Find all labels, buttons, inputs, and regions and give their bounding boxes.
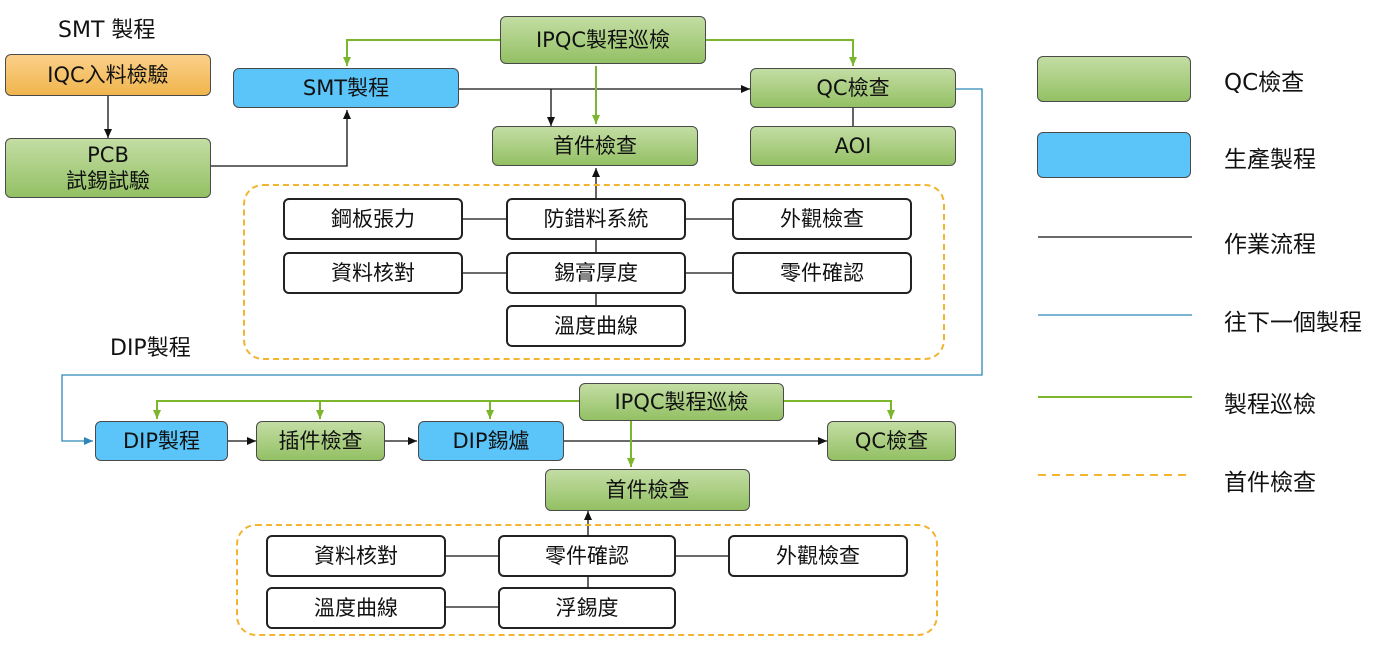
legend-patrol-label: 製程巡檢 [1224, 392, 1316, 418]
dip-first-check-box: 首件檢查 [545, 469, 750, 511]
legend-production-swatch [1037, 132, 1191, 178]
legend-production-label: 生產製程 [1224, 147, 1316, 173]
paste-thickness-item: 錫膏厚度 [506, 252, 686, 294]
smt-process-box: SMT製程 [233, 68, 459, 108]
float-solder-item: 浮錫度 [498, 587, 676, 629]
smt-data-check-item: 資料核對 [283, 252, 463, 294]
pcb-solder-test-box: PCB 試錫試驗 [5, 138, 211, 198]
stencil-tension-item: 鋼板張力 [283, 198, 463, 240]
smt-appearance-item: 外觀檢查 [732, 198, 912, 240]
smt-section-title: SMT 製程 [58, 18, 156, 43]
legend-next-process-label: 往下一個製程 [1224, 310, 1362, 336]
dip-parts-confirm-item: 零件確認 [498, 535, 676, 577]
legend-workflow-label: 作業流程 [1224, 232, 1316, 258]
smt-first-check-box: 首件檢查 [492, 126, 698, 166]
dip-temp-curve-item: 溫度曲線 [266, 587, 446, 629]
dip-solder-oven-box: DIP錫爐 [418, 421, 564, 461]
smt-temp-curve-item: 溫度曲線 [506, 305, 686, 347]
pcb-label: PCB [87, 143, 129, 167]
dip-appearance-item: 外觀檢查 [728, 535, 908, 577]
iqc-incoming-box: IQC入料檢驗 [5, 54, 211, 96]
dip-ipqc-box: IPQC製程巡檢 [579, 383, 784, 421]
smt-ipqc-box: IPQC製程巡檢 [500, 16, 706, 64]
smt-qc-box: QC檢查 [750, 68, 956, 108]
solder-test-label: 試錫試驗 [66, 169, 150, 193]
legend-qc-swatch [1037, 56, 1191, 102]
legend-qc-label: QC檢查 [1224, 70, 1305, 96]
smt-parts-confirm-item: 零件確認 [732, 252, 912, 294]
smt-first-article-group [243, 184, 945, 360]
anti-error-system-item: 防錯料系統 [506, 198, 686, 240]
legend-first-article-label: 首件檢查 [1224, 470, 1316, 496]
dip-section-title: DIP製程 [110, 336, 191, 361]
dip-first-article-group [236, 524, 938, 636]
aoi-box: AOI [750, 126, 956, 166]
dip-data-check-item: 資料核對 [266, 535, 446, 577]
dip-process-box: DIP製程 [95, 421, 228, 461]
insert-check-box: 插件檢查 [256, 421, 385, 461]
dip-qc-box: QC檢查 [827, 421, 956, 461]
